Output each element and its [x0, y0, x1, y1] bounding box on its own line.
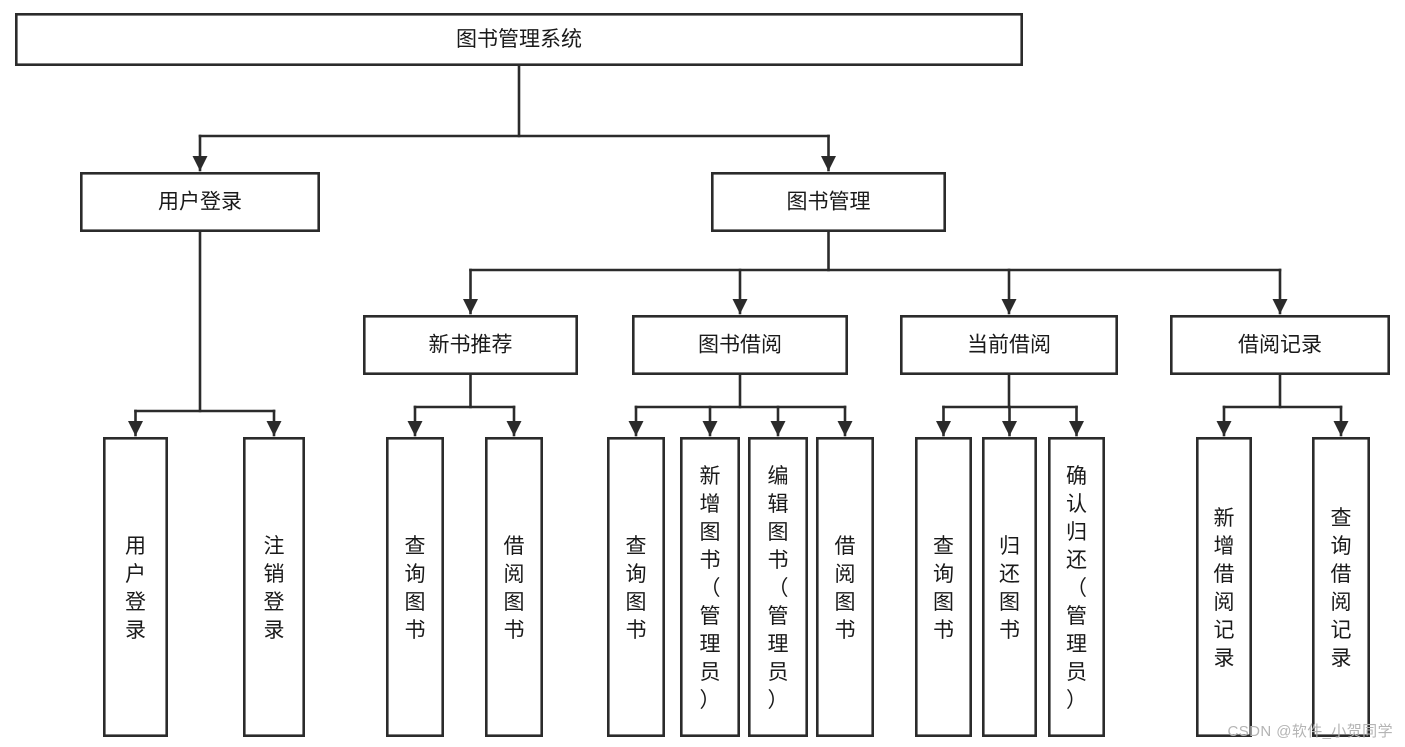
node-box[interactable] — [385, 436, 444, 737]
arrow-head-icon — [128, 421, 143, 436]
arrow-head-icon — [1002, 421, 1017, 436]
node-leaf-edit-book[interactable]: 编辑图书（管理员） — [747, 436, 808, 737]
node-leaf-return-book[interactable]: 归还图书 — [981, 436, 1037, 737]
node-label: 借阅图书 — [835, 535, 856, 642]
node-label: 借阅记录 — [1238, 334, 1322, 357]
node-box[interactable] — [80, 172, 320, 233]
node-box[interactable] — [1048, 436, 1106, 737]
node-label: 新增借阅记录 — [1214, 507, 1235, 670]
arrow-head-icon — [770, 421, 786, 436]
arrow-head-icon — [506, 421, 522, 436]
arrow-head-icon — [732, 299, 748, 314]
arrow-head-icon — [463, 299, 478, 314]
node-leaf-add-book[interactable]: 新增图书（管理员） — [679, 436, 740, 737]
node-label: 注销登录 — [264, 535, 285, 642]
node-box[interactable] — [1312, 436, 1371, 737]
node-user-login[interactable]: 用户登录 — [80, 172, 320, 233]
node-box[interactable] — [899, 314, 1118, 375]
node-label: 归还图书 — [999, 535, 1020, 642]
node-current-borrow[interactable]: 当前借阅 — [899, 314, 1118, 375]
arrow-head-icon — [821, 156, 836, 171]
node-label: 新书推荐 — [429, 334, 513, 357]
node-label: 编辑图书（管理员） — [768, 465, 789, 712]
arrow-head-icon — [407, 421, 423, 436]
node-label: 查询图书 — [933, 535, 954, 642]
node-box[interactable] — [747, 436, 808, 737]
arrow-head-icon — [1272, 299, 1288, 314]
node-leaf-query-book-1[interactable]: 查询图书 — [385, 436, 444, 737]
node-box[interactable] — [981, 436, 1037, 737]
connector-layer — [128, 64, 1349, 437]
node-label: 查询借阅记录 — [1331, 507, 1352, 670]
node-box[interactable] — [914, 436, 972, 737]
node-borrow-record[interactable]: 借阅记录 — [1170, 314, 1391, 375]
node-label: 图书借阅 — [698, 334, 782, 357]
arrow-head-icon — [1001, 299, 1017, 314]
node-leaf-query-record[interactable]: 查询借阅记录 — [1312, 436, 1371, 737]
node-leaf-add-record[interactable]: 新增借阅记录 — [1196, 436, 1253, 737]
node-book-borrow[interactable]: 图书借阅 — [631, 314, 848, 375]
node-box[interactable] — [679, 436, 740, 737]
node-box[interactable] — [243, 436, 306, 737]
arrow-head-icon — [1216, 421, 1232, 436]
node-label: 用户登录 — [158, 191, 242, 214]
node-leaf-borrow-book-2[interactable]: 借阅图书 — [815, 436, 874, 737]
node-layer: 图书管理系统用户登录图书管理新书推荐图书借阅当前借阅借阅记录用户登录注销登录查询… — [14, 13, 1391, 737]
node-box[interactable] — [14, 13, 1024, 67]
node-label: 图书管理系统 — [456, 28, 582, 51]
node-root[interactable]: 图书管理系统 — [14, 13, 1024, 67]
arrow-head-icon — [266, 421, 282, 436]
node-book-management[interactable]: 图书管理 — [710, 172, 946, 233]
watermark-label: CSDN @软件_小贺同学 — [1227, 723, 1393, 740]
node-leaf-user-login[interactable]: 用户登录 — [103, 436, 169, 737]
node-box[interactable] — [710, 172, 946, 233]
node-box[interactable] — [606, 436, 665, 737]
node-new-book-recommend[interactable]: 新书推荐 — [362, 314, 578, 375]
arrow-head-icon — [702, 421, 718, 436]
arrow-head-icon — [837, 421, 853, 436]
node-leaf-borrow-book-1[interactable]: 借阅图书 — [484, 436, 543, 737]
node-box[interactable] — [103, 436, 169, 737]
node-box[interactable] — [484, 436, 543, 737]
node-label: 用户登录 — [125, 535, 146, 642]
arrow-head-icon — [936, 421, 951, 436]
arrow-head-icon — [1069, 421, 1084, 436]
node-leaf-query-book-2[interactable]: 查询图书 — [606, 436, 665, 737]
node-label: 确认归还（管理员） — [1066, 465, 1087, 712]
node-box[interactable] — [1196, 436, 1253, 737]
arrow-head-icon — [628, 421, 644, 436]
node-leaf-confirm-return[interactable]: 确认归还（管理员） — [1048, 436, 1106, 737]
node-label: 查询图书 — [626, 535, 647, 642]
node-label: 借阅图书 — [504, 535, 525, 642]
node-box[interactable] — [362, 314, 578, 375]
node-label: 图书管理 — [787, 191, 871, 214]
arrow-head-icon — [1333, 421, 1349, 436]
node-label: 查询图书 — [405, 535, 426, 642]
node-box[interactable] — [1170, 314, 1391, 375]
node-label: 新增图书（管理员） — [700, 465, 721, 712]
arrow-head-icon — [192, 156, 208, 171]
node-box[interactable] — [631, 314, 848, 375]
node-label: 当前借阅 — [967, 334, 1051, 357]
node-leaf-logout-login[interactable]: 注销登录 — [243, 436, 306, 737]
node-leaf-query-book-3[interactable]: 查询图书 — [914, 436, 972, 737]
node-box[interactable] — [815, 436, 874, 737]
